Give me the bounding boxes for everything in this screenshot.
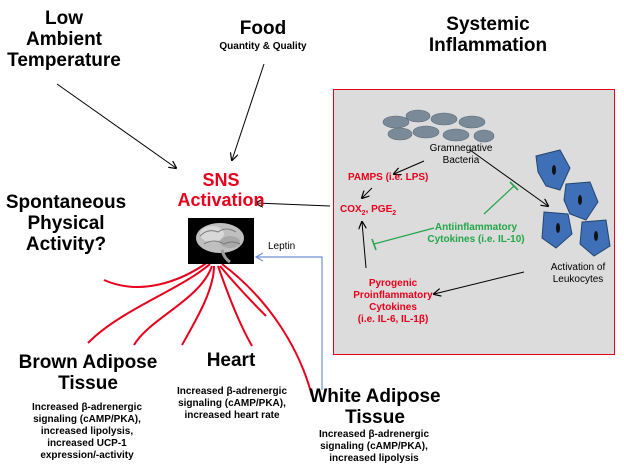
spontaneous-activity-label: Spontaneous Physical Activity? bbox=[5, 192, 127, 255]
sns-activation-label: SNS Activation bbox=[177, 170, 265, 210]
arrow-pyrogenic-to-cox bbox=[362, 222, 366, 269]
bacteria-label: Gramnegative Bacteria bbox=[429, 143, 493, 166]
nerve-to-activity bbox=[103, 261, 209, 288]
heart-description: Increased β-adrenergic signaling (cAMP/P… bbox=[176, 386, 288, 421]
white-adipose-description: Increased β-adrenergic signaling (cAMP/P… bbox=[318, 429, 430, 464]
brown-adipose-description: Increased β-adrenergic signaling (cAMP/P… bbox=[31, 402, 143, 461]
nerve-to-white bbox=[221, 263, 313, 397]
nerve-to-heart-3 bbox=[219, 265, 267, 317]
low-ambient-temperature-label: Low Ambient Temperature bbox=[7, 8, 121, 71]
arrow-pamps-to-cox bbox=[362, 187, 373, 198]
nerve-to-heart-2 bbox=[217, 265, 253, 347]
nerve-to-brown-1 bbox=[87, 263, 211, 344]
brain-icon bbox=[188, 218, 254, 264]
arrow-food-to-sns bbox=[232, 63, 265, 160]
nerve-to-heart-1 bbox=[181, 265, 215, 346]
leukocytes-label: Activation of Leukocytes bbox=[550, 262, 606, 285]
bacteria-icon bbox=[382, 109, 495, 143]
white-adipose-title: White Adipose Tissue bbox=[309, 386, 441, 428]
nerve-to-brown-2 bbox=[133, 265, 213, 346]
brown-adipose-title: Brown Adipose Tissue bbox=[18, 352, 158, 394]
pamps-label: PAMPS (i.e. LPS) bbox=[348, 172, 429, 183]
food-label: Food Quantity & Quality bbox=[219, 18, 307, 52]
systemic-inflammation-label: Systemic Inflammation bbox=[428, 14, 548, 56]
arrow-cox-to-sns bbox=[256, 203, 331, 206]
heart-title: Heart bbox=[206, 350, 256, 371]
antiinflammatory-cytokines-label: Antiinflammatory Cytokines (i.e. IL-10) bbox=[427, 222, 525, 245]
cox-pge-label: COX2, PGE2 bbox=[340, 204, 397, 217]
inhibit-antiinflammatory-to-bacteria-path bbox=[483, 185, 515, 215]
arrow-temperature-to-sns bbox=[56, 83, 176, 168]
arrow-leukocytes-to-pyrogenic bbox=[434, 271, 525, 294]
arrow-bacteria-to-leukocytes bbox=[469, 149, 548, 206]
leukocyte-icon bbox=[535, 149, 611, 257]
arrow-bacteria-to-pamps bbox=[394, 160, 425, 174]
leptin-line bbox=[256, 256, 323, 390]
inhibit-antiinflammatory-to-cox bbox=[373, 227, 435, 245]
leptin-label: Leptin bbox=[268, 241, 296, 252]
pyrogenic-cytokines-label: Pyrogenic Proinflammatory Cytokines (i.e… bbox=[353, 278, 433, 325]
